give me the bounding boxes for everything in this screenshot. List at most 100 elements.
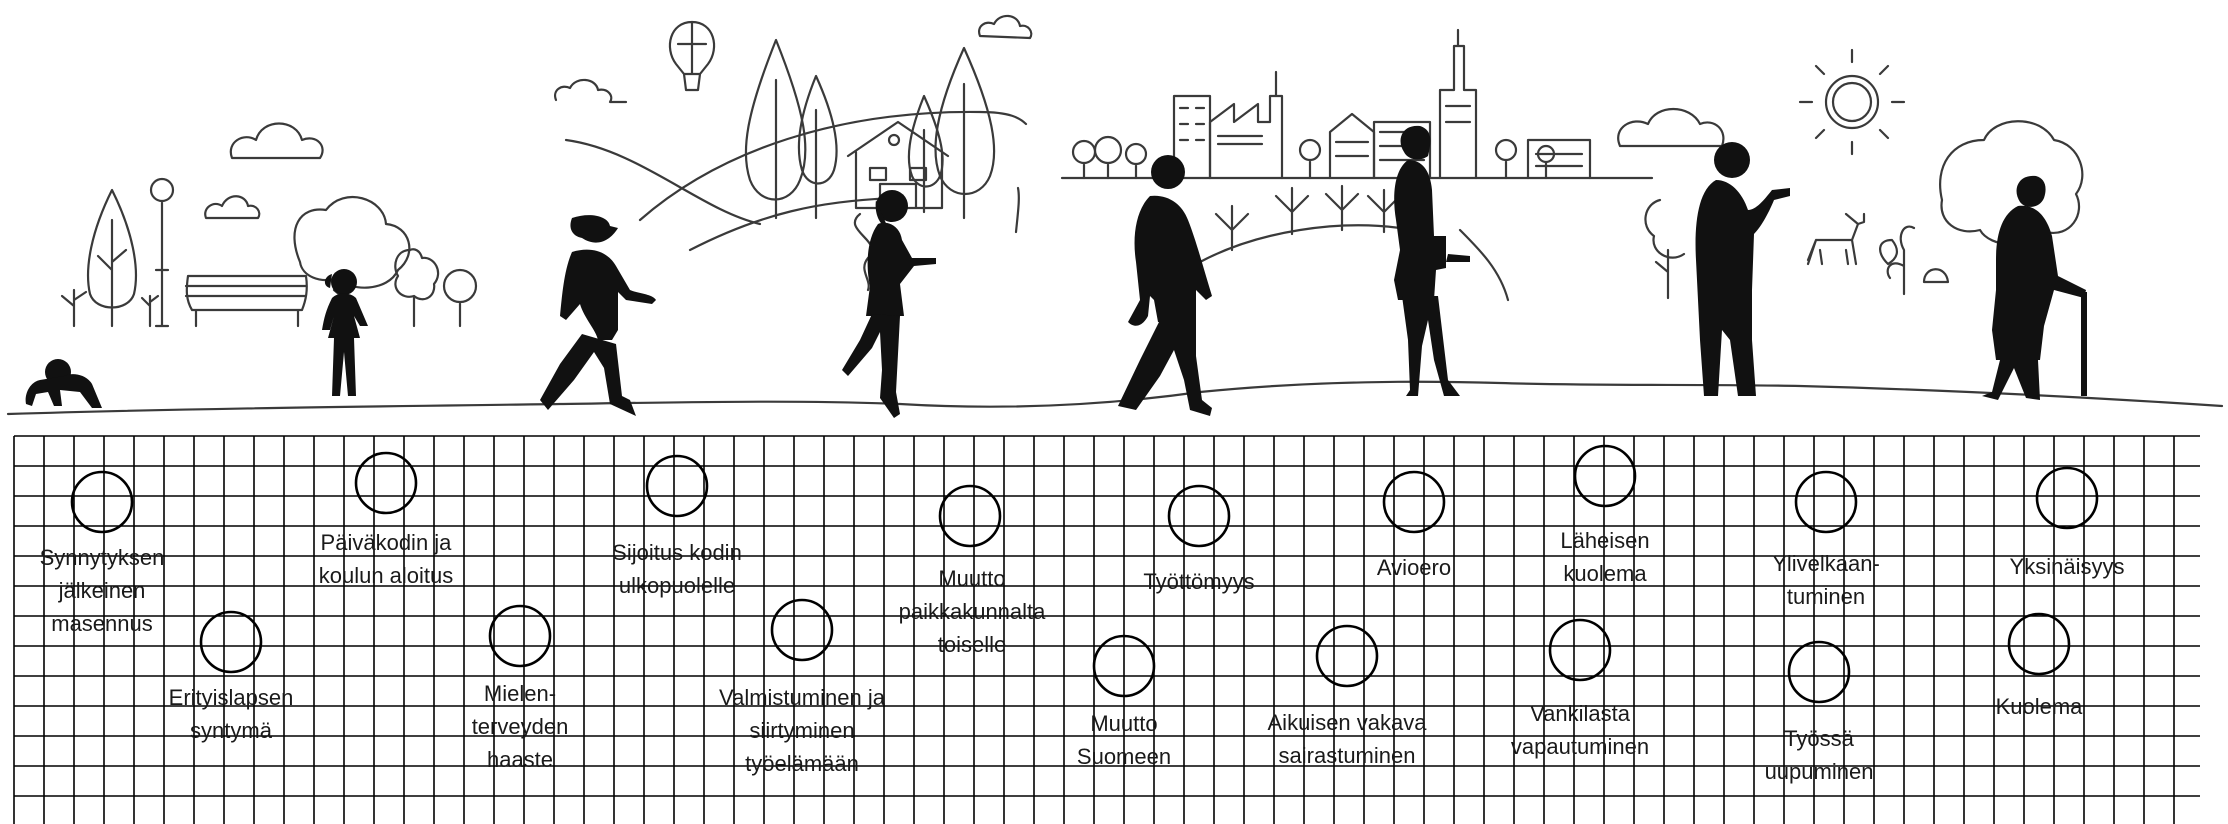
circle-avioero	[1384, 472, 1444, 532]
label-line: Muutto	[1077, 707, 1171, 740]
event-label-synnytyksen: Synnytyksen jälkeinen masennus	[40, 541, 165, 640]
walking-man-icon	[1118, 155, 1212, 416]
label-line: paikkakunnalta	[899, 595, 1046, 628]
label-line: jälkeinen	[40, 574, 165, 607]
event-label-avioero: Avioero	[1377, 551, 1451, 584]
event-label-tyottomyys: Työttömyys	[1143, 565, 1254, 598]
label-line: siirtyminen	[719, 714, 885, 747]
label-line: tuminen	[1772, 580, 1880, 613]
cloud-icon	[205, 196, 259, 218]
cloud-icon	[231, 124, 323, 159]
tree-icon	[1073, 137, 1146, 178]
tree-icon	[1645, 200, 1684, 298]
factory-icon	[1210, 72, 1282, 178]
factory-icon	[1440, 30, 1476, 178]
label-line: kuolema	[1560, 557, 1649, 590]
tree-icon	[1924, 269, 1948, 282]
event-label-muutto-paikkakunnalta: Muutto paikkakunnalta toiselle	[899, 562, 1046, 661]
woman-folder-icon	[1394, 126, 1470, 396]
deer-icon	[1808, 214, 1864, 264]
circle-yksinaisyys	[2037, 468, 2097, 528]
label-line: Sijoitus kodin	[612, 536, 742, 569]
label-line: masennus	[40, 607, 165, 640]
label-line: Valmistuminen ja	[719, 681, 885, 714]
lamp-post-icon	[151, 179, 173, 326]
bench-icon	[186, 276, 307, 326]
sapling-icon	[142, 296, 158, 326]
event-label-sijoitus: Sijoitus kodin ulkopuolelle	[612, 536, 742, 602]
hills-scene	[555, 16, 1031, 290]
circle-muutto-paikkakunnalta	[940, 486, 1000, 546]
label-line: työelämään	[719, 747, 885, 780]
tree-icon	[1496, 140, 1554, 178]
label-line: toiselle	[899, 628, 1046, 661]
event-label-kuolema: Kuolema	[1996, 690, 2083, 723]
label-line: Ylivelkaan-	[1772, 547, 1880, 580]
label-line: koulun aloitus	[319, 559, 454, 592]
circle-tyottomyys	[1169, 486, 1229, 546]
elderly-woman-cane-icon	[1982, 176, 2086, 400]
label-line: Synnytyksen	[40, 541, 165, 574]
event-label-muutto-suomeen: Muutto Suomeen	[1077, 707, 1171, 773]
label-line: Työttömyys	[1143, 565, 1254, 598]
cloud-icon	[979, 16, 1031, 38]
label-line: Muutto	[899, 562, 1046, 595]
label-line: Kuolema	[1996, 690, 2083, 723]
people-silhouettes	[26, 126, 2086, 418]
circle-synnytyksen	[72, 472, 132, 532]
label-line: Läheisen	[1560, 524, 1649, 557]
tree-icon	[935, 48, 994, 218]
event-label-valmistuminen: Valmistuminen ja siirtyminen työelämään	[719, 681, 885, 780]
circle-mielenterveyden	[490, 606, 550, 666]
label-line: uupuminen	[1765, 755, 1874, 788]
tree-icon	[395, 249, 438, 326]
label-line: Päiväkodin ja	[319, 526, 454, 559]
sapling-icon	[62, 290, 86, 326]
label-line: Yksinäisyys	[2010, 550, 2125, 583]
crawling-baby-icon	[26, 359, 102, 408]
hill-line	[1200, 225, 1400, 262]
tree-icon	[1300, 140, 1320, 178]
circle-tyossa	[1789, 642, 1849, 702]
leaf-icon	[1880, 240, 1897, 264]
event-label-yksinaisyys: Yksinäisyys	[2010, 550, 2125, 583]
hill-line	[1016, 188, 1019, 232]
circle-laheisen	[1575, 446, 1635, 506]
label-line: syntymä	[169, 714, 294, 747]
park-scene	[62, 124, 476, 327]
building-icon	[1330, 114, 1374, 178]
tree-icon	[444, 270, 476, 326]
label-line: sairastuminen	[1268, 739, 1427, 772]
event-label-paivakodin: Päiväkodin ja koulun aloitus	[319, 526, 454, 592]
sun-icon	[1800, 50, 1904, 154]
circle-ylivelkaantuminen	[1796, 472, 1856, 532]
building-icon	[1528, 140, 1590, 178]
hot-air-balloon-icon	[670, 22, 714, 90]
sapling-icon	[1216, 186, 1400, 250]
label-line: Suomeen	[1077, 740, 1171, 773]
label-line: Työssä	[1765, 722, 1874, 755]
circle-valmistuminen	[772, 600, 832, 660]
walking-boy-icon	[540, 215, 656, 416]
event-label-laheisen: Läheisen kuolema	[1560, 524, 1649, 590]
label-line: vapautuminen	[1511, 730, 1649, 763]
tree-icon	[88, 190, 136, 326]
label-line: terveyden	[472, 710, 569, 743]
circle-aikuisen	[1317, 626, 1377, 686]
label-line: Erityislapsen	[169, 681, 294, 714]
event-label-tyossa: Työssä uupuminen	[1765, 722, 1874, 788]
circle-vankilasta	[1550, 620, 1610, 680]
label-line: Vankilasta	[1511, 697, 1649, 730]
event-label-vankilasta: Vankilasta vapautuminen	[1511, 697, 1649, 763]
label-line: Mielen-	[472, 677, 569, 710]
label-line: haaste	[472, 743, 569, 776]
hill-line	[566, 140, 760, 224]
circle-kuolema	[2009, 614, 2069, 674]
event-label-mielenterveyden: Mielen- terveyden haaste	[472, 677, 569, 776]
event-label-erityislapsen: Erityislapsen syntymä	[169, 681, 294, 747]
cloud-icon	[555, 80, 626, 102]
label-line: Aikuisen vakava	[1268, 706, 1427, 739]
label-line: Avioero	[1377, 551, 1451, 584]
tree-icon	[746, 40, 806, 218]
